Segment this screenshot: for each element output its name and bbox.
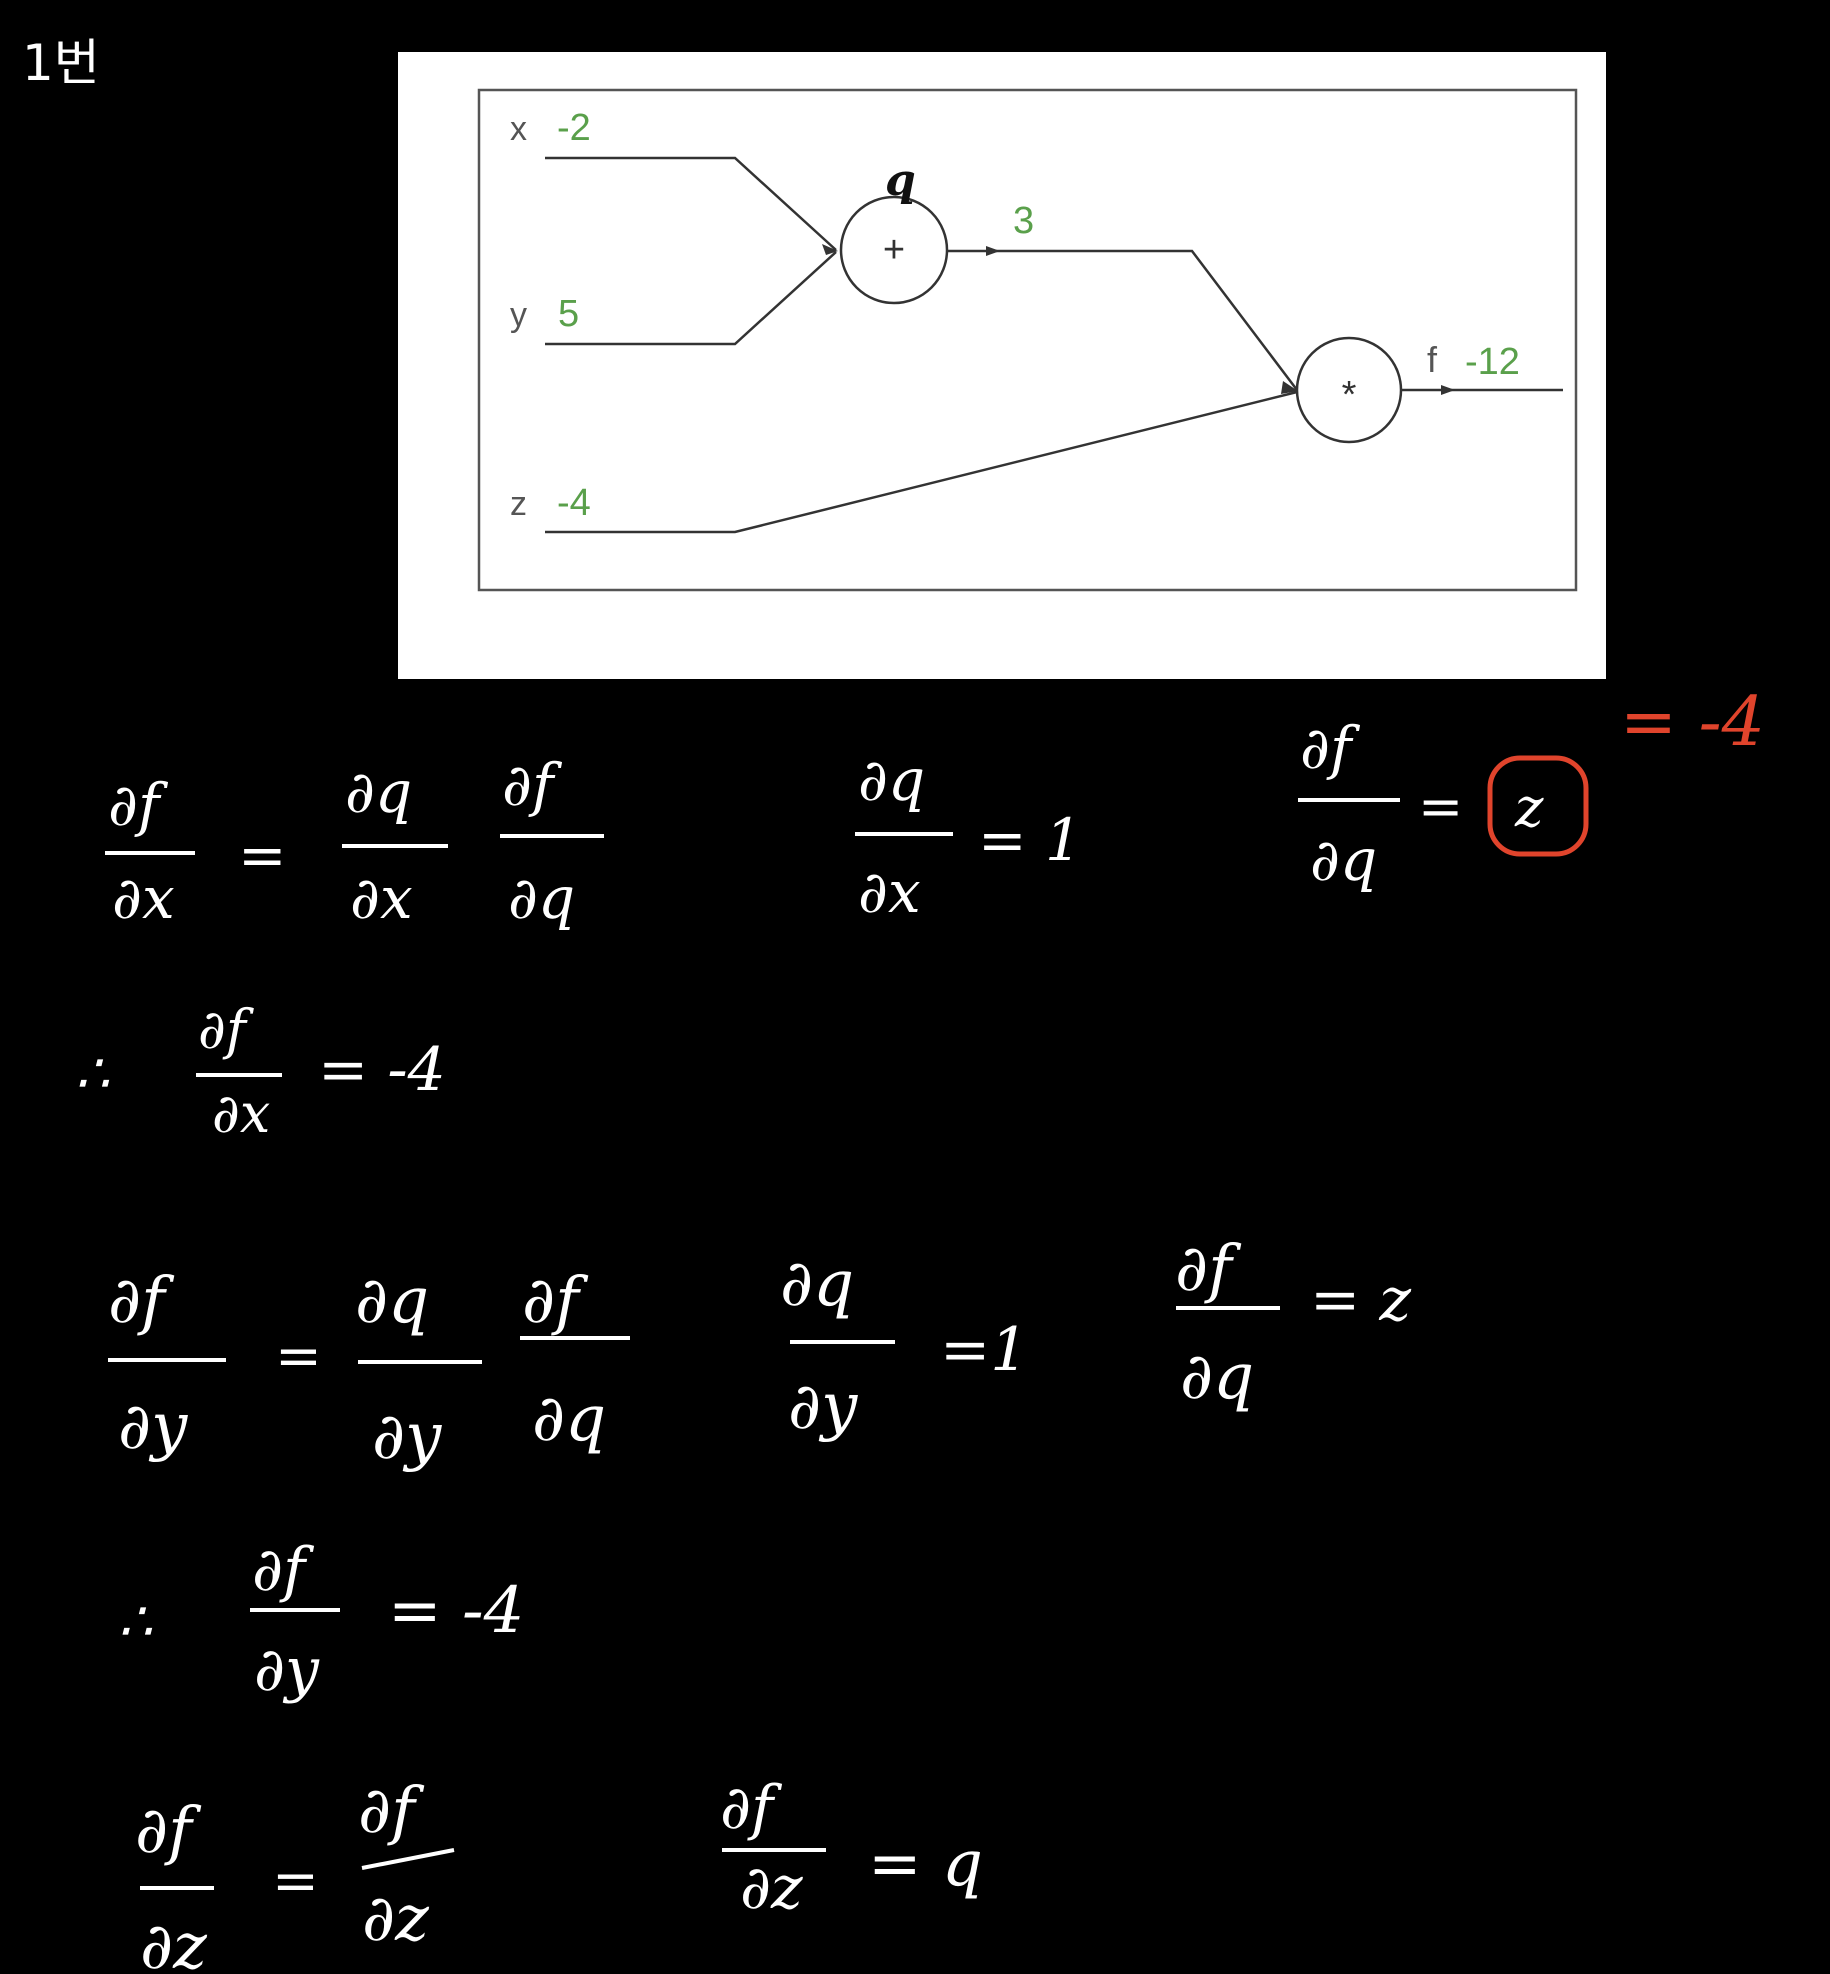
graph-image-bg	[398, 52, 1606, 679]
arrowhead-mul-in	[1281, 381, 1298, 394]
output-f-name: f	[1427, 339, 1438, 380]
eq5-equals: =	[272, 1849, 319, 1914]
eq5-rhs: ∂f ∂z	[358, 1774, 455, 1956]
svg-text:∂z: ∂z	[140, 1910, 208, 1974]
eq3-factor1: ∂q ∂y	[355, 1264, 482, 1474]
svg-text:∂q: ∂q	[780, 1247, 854, 1321]
svg-text:=1: =1	[940, 1315, 1028, 1385]
eq1-factor1: ∂q ∂x	[342, 758, 448, 932]
svg-text:∂q: ∂q	[1310, 826, 1377, 894]
eq1c: ∂f ∂q = z = -4	[1298, 683, 1765, 894]
svg-text:∴: ∴	[75, 1042, 110, 1105]
svg-text:∂x: ∂x	[212, 1082, 270, 1145]
svg-text:∂z: ∂z	[740, 1853, 803, 1923]
handwritten-notes: ∂f ∂x = ∂q ∂x ∂f ∂q ∂q ∂x = 1 ∂f ∂q =	[75, 683, 1765, 1974]
arrowhead-mul-out	[1441, 385, 1455, 395]
mul-node	[1295, 336, 1403, 444]
eq1-factor2: ∂f ∂q	[500, 751, 604, 932]
output-f-value: -12	[1465, 341, 1520, 383]
add-node	[839, 195, 949, 305]
arrowhead-add-in	[822, 244, 838, 255]
input-y-value: 5	[558, 293, 579, 335]
svg-text:∂y: ∂y	[118, 1390, 188, 1464]
svg-text:∂f: ∂f	[1300, 714, 1361, 782]
problem-number: 1번	[22, 34, 100, 92]
add-node-symbol: +	[883, 229, 905, 271]
eq1-equals: =	[238, 821, 287, 889]
eq5-lhs: ∂f ∂z	[135, 1794, 214, 1974]
eq3b: ∂q ∂y =1	[780, 1247, 1028, 1444]
svg-text:∂q: ∂q	[532, 1382, 606, 1456]
svg-text:∂y: ∂y	[372, 1400, 442, 1474]
arrowhead-add-out	[986, 246, 1000, 256]
svg-text:∂x: ∂x	[350, 864, 413, 932]
computational-graph: x -2 y 5 z -4 + * q 3 f -12	[398, 52, 1606, 679]
input-z-value: -4	[557, 482, 591, 524]
svg-text:=: =	[1418, 775, 1463, 838]
edge-z-to-mul	[545, 390, 1298, 534]
boxed-z-highlight	[1487, 755, 1589, 857]
svg-text:= q: = q	[868, 1827, 983, 1901]
svg-text:= -4: = -4	[388, 1574, 524, 1648]
svg-text:∂q: ∂q	[1180, 1340, 1254, 1414]
edge-add-to-mul	[947, 249, 1298, 391]
svg-text:∂f: ∂f	[358, 1774, 425, 1848]
eq3-equals: =	[275, 1324, 322, 1389]
svg-text:∂f: ∂f	[252, 1535, 315, 1605]
input-y-name: y	[510, 296, 527, 334]
svg-text:∂f: ∂f	[502, 751, 563, 819]
eq4: ∴ ∂f ∂y = -4	[118, 1535, 524, 1705]
svg-text:∂q: ∂q	[508, 864, 575, 932]
svg-text:∂q: ∂q	[858, 746, 925, 814]
svg-text:∴: ∴	[118, 1590, 153, 1653]
svg-text:∂f: ∂f	[135, 1794, 202, 1868]
svg-text:∂q: ∂q	[355, 1264, 429, 1338]
eq3-lhs: ∂f ∂y	[108, 1264, 226, 1464]
edge-y-to-add	[545, 251, 837, 346]
eq5b: ∂f ∂z = q	[720, 1773, 983, 1923]
eq2: ∴ ∂f ∂x = -4	[75, 998, 446, 1145]
svg-text:∂x: ∂x	[858, 858, 921, 926]
eq1b: ∂q ∂x = 1	[855, 746, 1082, 926]
svg-text:∂x: ∂x	[112, 864, 175, 932]
mul-node-symbol: *	[1342, 374, 1357, 416]
graph-frame	[477, 88, 1578, 592]
input-x-name: x	[510, 110, 527, 148]
input-z-name: z	[510, 485, 527, 523]
red-annotation: = -4	[1620, 683, 1765, 762]
svg-text:= z: = z	[1310, 1265, 1411, 1335]
add-node-q-annotation: q	[885, 155, 916, 206]
svg-text:∂f: ∂f	[108, 771, 169, 839]
svg-text:z: z	[1514, 776, 1544, 839]
svg-text:∂f: ∂f	[108, 1264, 175, 1338]
svg-text:∂y: ∂y	[254, 1635, 320, 1705]
eq3-factor2: ∂f ∂q	[520, 1264, 630, 1456]
svg-text:∂f: ∂f	[720, 1773, 783, 1843]
svg-text:∂z: ∂z	[362, 1882, 430, 1956]
svg-text:∂f: ∂f	[198, 998, 254, 1061]
svg-text:∂q: ∂q	[345, 758, 412, 826]
input-x-value: -2	[557, 107, 591, 149]
svg-text:∂y: ∂y	[788, 1370, 858, 1444]
svg-text:∂f: ∂f	[1175, 1232, 1242, 1306]
svg-text:= -4: = -4	[318, 1035, 446, 1105]
svg-text:∂f: ∂f	[522, 1264, 589, 1338]
edge-x-to-add	[545, 156, 837, 251]
eq3c: ∂f ∂q = z	[1175, 1232, 1411, 1414]
add-output-value: 3	[1013, 200, 1034, 242]
eq1-lhs: ∂f ∂x	[105, 771, 195, 932]
svg-text:= 1: = 1	[978, 806, 1082, 874]
